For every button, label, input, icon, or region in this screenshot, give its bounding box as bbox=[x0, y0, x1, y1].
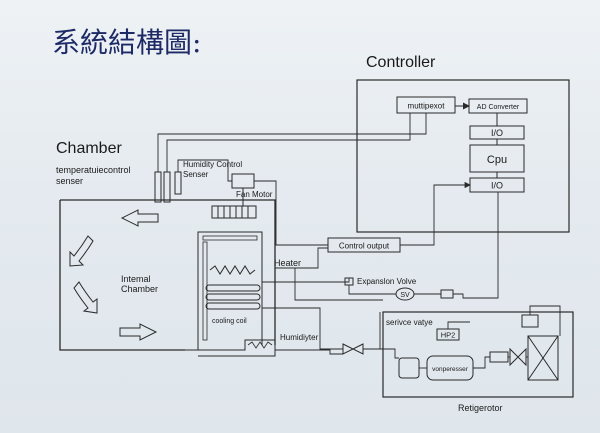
ad-converter-label: AD Converter bbox=[477, 104, 520, 111]
refrigerator-label: Retigerotor bbox=[458, 403, 503, 413]
multiplexer-label: muttipexot bbox=[408, 102, 446, 111]
temp-sensor-probe-a bbox=[154, 171, 162, 203]
temp-sensor-probe-b bbox=[163, 171, 171, 203]
duct-wall-inner bbox=[202, 241, 208, 341]
humidifier-element bbox=[247, 341, 273, 349]
cooling-coil-icon bbox=[205, 284, 261, 310]
sight-glass bbox=[440, 289, 454, 299]
heater-coil-icon bbox=[209, 265, 256, 275]
fan-motor-label: Fan Motor bbox=[236, 190, 273, 199]
cooling-coil-label: cooling coil bbox=[212, 318, 247, 325]
humidity-sensor-probe bbox=[174, 171, 182, 195]
refrigerator-box bbox=[382, 311, 574, 398]
air-duct bbox=[197, 231, 263, 350]
service-valve-box bbox=[521, 314, 539, 328]
internal-chamber-label-1: Intemal bbox=[121, 274, 151, 284]
control-output-label: Control output bbox=[339, 242, 390, 251]
compressor-label: vonperesser bbox=[432, 366, 469, 373]
valve-icon bbox=[509, 347, 527, 367]
receiver-tank bbox=[398, 357, 420, 379]
duct-baffle bbox=[202, 235, 258, 241]
chamber-wall bbox=[59, 199, 276, 351]
service-valve-label: serivce vatye bbox=[386, 318, 433, 327]
humidity-sensor-label-2: Senser bbox=[183, 170, 209, 179]
condenser-icon bbox=[527, 335, 559, 381]
heater-label: Heater bbox=[274, 258, 301, 268]
fan-icon bbox=[211, 205, 257, 219]
airflow-arrow-icon bbox=[69, 209, 159, 341]
humidity-sensor-label-1: Humidity Control bbox=[183, 160, 242, 169]
page-title: 系統結構圖: bbox=[52, 26, 201, 59]
temp-sensor-label-1: temperatuiecontrol bbox=[56, 165, 131, 175]
controller-label: Controller bbox=[366, 54, 436, 71]
humidifier-label: Humidiyter bbox=[280, 333, 319, 342]
cpu-label: Cpu bbox=[487, 154, 507, 166]
internal-chamber-label-2: Chamber bbox=[121, 284, 158, 294]
controller-box bbox=[356, 79, 570, 233]
suction-valve-icon bbox=[342, 343, 364, 355]
humidifier-body bbox=[185, 339, 276, 357]
sv-label: SV bbox=[400, 292, 410, 299]
hp2-label: HP2 bbox=[441, 331, 456, 340]
io-top-label: I/O bbox=[491, 128, 503, 138]
fan-motor-box bbox=[231, 173, 255, 189]
wiring bbox=[157, 113, 561, 369]
filter-drier bbox=[489, 351, 509, 363]
io-bottom-label: I/O bbox=[491, 181, 503, 191]
temp-sensor-label-2: senser bbox=[56, 176, 83, 186]
expansion-valve-label: Expanslon Volve bbox=[357, 277, 417, 286]
chamber-label: Chamber bbox=[56, 140, 122, 157]
